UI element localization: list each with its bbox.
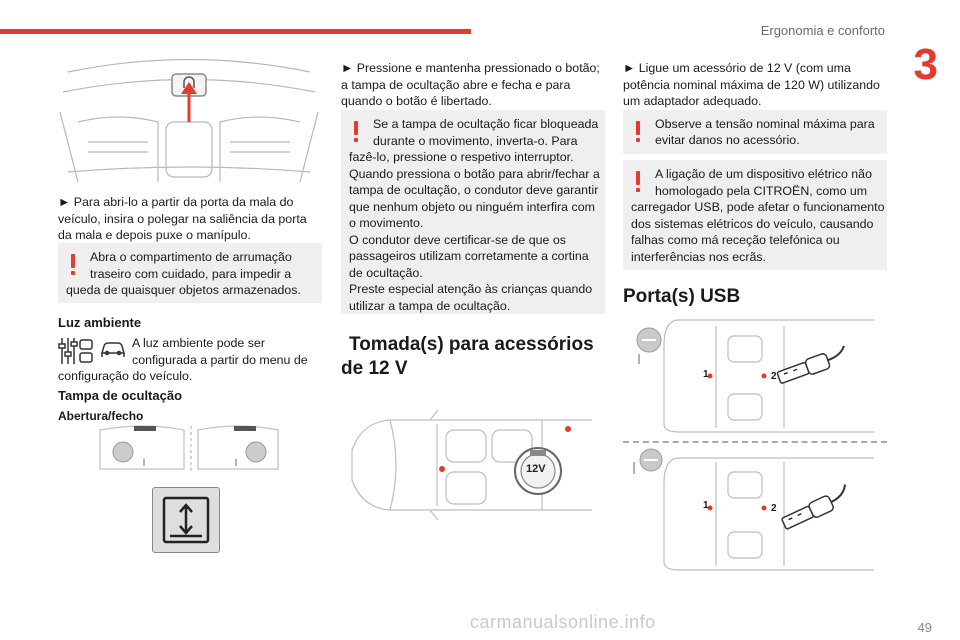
usb-ports-illustration-bottom xyxy=(633,448,874,571)
usb-bottom-label-2: 2 xyxy=(771,503,777,514)
col2-note-rest: fazê-lo, pressione o respetivo interrupt… xyxy=(349,150,600,313)
usb-ports-illustration-top xyxy=(636,319,874,433)
cover-toggle-button-illustration xyxy=(152,487,220,553)
chapter-title: Ergonomia e conforto xyxy=(760,23,885,38)
col1-warning-note: Abra o compartimento de arrumação trasei… xyxy=(58,243,322,303)
ambient-light-heading: Luz ambiente xyxy=(58,315,142,330)
warning-icon xyxy=(349,121,363,143)
col1-note1-rest: queda de quaisquer objetos armazenados. xyxy=(66,283,301,297)
car-menu-icon xyxy=(101,342,125,357)
col1-step1: ► Para abri-lo a partir da porta da mala… xyxy=(58,195,307,242)
col3-warning-note-1: Observe a tensão nominal máxima para evi… xyxy=(623,110,887,154)
col2-step1: ► Pressione e mantenha pressionado o bot… xyxy=(341,61,600,108)
tampa-heading: Tampa de ocultação xyxy=(58,388,183,403)
boot-interior-illustration xyxy=(59,58,319,183)
vehicle-12v-socket-illustration xyxy=(351,409,592,521)
col3-note1-rest: evitar danos no acessório. xyxy=(655,133,800,147)
col3-warning-note-2: A ligação de um dispositivo elétrico não… xyxy=(623,160,887,270)
section-12v-heading: Tomada(s) para acessórios de 12 V xyxy=(341,334,594,379)
col3-note2-rest: carregador USB, pode afetar o funcioname… xyxy=(631,200,885,264)
col2-warning-note: Se a tampa de ocultação ficar bloqueada … xyxy=(341,110,605,314)
col3-note1-first: Observe a tensão nominal máxima para xyxy=(655,117,875,131)
watermark: carmanualsonline.info xyxy=(470,612,656,632)
col1-note1-first: Abra o compartimento de arrumação trasei… xyxy=(90,250,292,281)
warning-icon xyxy=(631,121,645,143)
overhead-console-illustration xyxy=(99,425,279,472)
section-usb-heading: Porta(s) USB xyxy=(623,286,741,307)
warning-icon xyxy=(631,171,645,193)
warning-icon xyxy=(66,254,80,276)
ambient-text-first: A luz ambiente pode ser configurada a pa… xyxy=(132,336,308,367)
usb-bottom-label-1: 1 xyxy=(703,500,709,511)
col3-note2-first: A ligação de um dispositivo elétrico não… xyxy=(655,167,872,198)
page-number: 49 xyxy=(917,620,932,635)
col2-note-first: Se a tampa de ocultação ficar bloqueada … xyxy=(373,117,599,148)
settings-sliders-icon xyxy=(58,338,93,364)
abertura-heading: Abertura/fecho xyxy=(58,409,144,423)
usb-top-label-2: 2 xyxy=(771,371,777,382)
usb-top-label-1: 1 xyxy=(703,369,709,380)
ambient-text-rest: configuração do veículo. xyxy=(58,369,193,383)
header-accent-bar xyxy=(0,29,471,34)
chapter-number: 3 xyxy=(913,40,938,89)
illustration-divider xyxy=(623,441,887,443)
socket-12v-label: 12V xyxy=(526,463,546,475)
col3-step1: ► Ligue um acessório de 12 V (com uma po… xyxy=(623,61,880,108)
open-close-arrow-icon xyxy=(162,496,210,544)
